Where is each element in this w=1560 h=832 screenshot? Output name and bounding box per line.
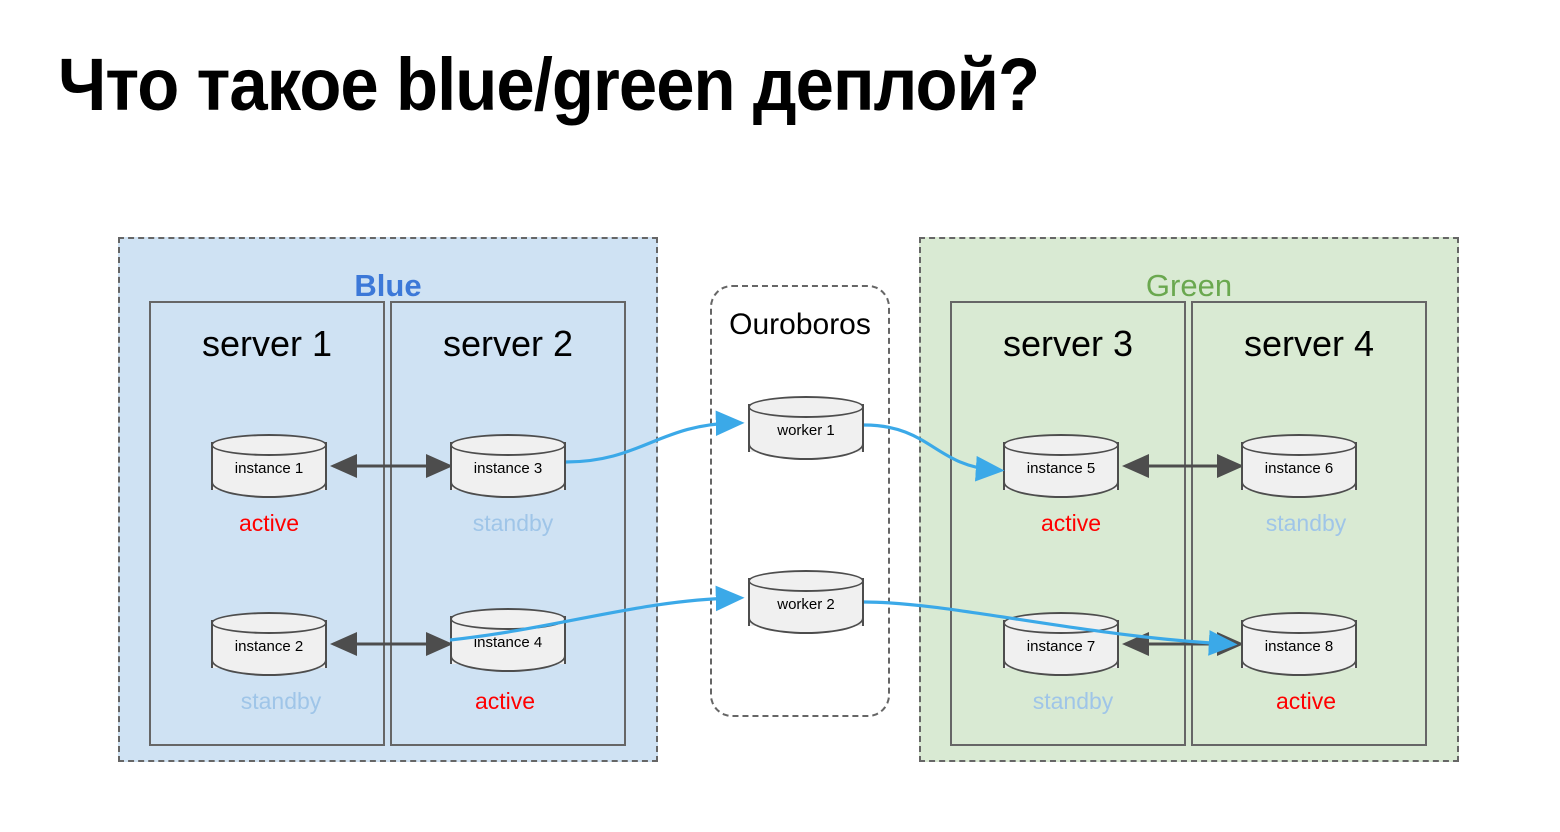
instance-label: instance 6: [1264, 460, 1334, 477]
cylinder-top-ellipse: [1003, 434, 1119, 456]
cylinder-top-ellipse: [748, 396, 864, 418]
status-badge-instance-5: active: [1040, 510, 1102, 536]
instance-label: instance 5: [1026, 460, 1096, 477]
cylinder-top-ellipse: [1241, 612, 1357, 634]
instance-cylinder-instance-7: instance 7: [1003, 612, 1119, 676]
ouroboros-label: Ouroboros: [729, 308, 871, 341]
status-badge-instance-6: standby: [1265, 510, 1347, 536]
instance-cylinder-instance-3: instance 3: [450, 434, 566, 498]
status-badge-instance-2: standby: [240, 688, 322, 714]
worker-label: worker 2: [777, 596, 835, 613]
instance-label: instance 2: [234, 638, 304, 655]
worker-cylinder-worker-1: worker 1: [748, 396, 864, 460]
environment-label-blue: Blue: [354, 268, 422, 303]
cylinder-top-ellipse: [1241, 434, 1357, 456]
page-title: Что такое blue/green деплой?: [58, 43, 1040, 126]
cylinder-top-ellipse: [211, 434, 327, 456]
instance-label: instance 7: [1026, 638, 1096, 655]
status-badge-instance-8: active: [1275, 688, 1337, 714]
server-title: server 3: [1002, 323, 1134, 364]
cylinder-top-ellipse: [748, 570, 864, 592]
worker-cylinder-worker-2: worker 2: [748, 570, 864, 634]
cylinder-top-ellipse: [1003, 612, 1119, 634]
instance-cylinder-instance-4: instance 4: [450, 608, 566, 672]
instance-cylinder-instance-6: instance 6: [1241, 434, 1357, 498]
server-box-server-1: server 1: [149, 301, 385, 746]
server-title: server 4: [1243, 323, 1375, 364]
cylinder-top-ellipse: [450, 608, 566, 630]
ouroboros-panel: Ouroboros: [710, 285, 890, 717]
environment-panel-blue: Blue server 1 server 2: [118, 237, 658, 762]
instance-label: instance 1: [234, 460, 304, 477]
server-box-server-4: server 4: [1191, 301, 1427, 746]
instance-cylinder-instance-1: instance 1: [211, 434, 327, 498]
instance-label: instance 8: [1264, 638, 1334, 655]
status-badge-instance-1: active: [238, 510, 300, 536]
server-title: server 2: [442, 323, 574, 364]
instance-label: instance 4: [473, 634, 543, 651]
status-badge-instance-3: standby: [472, 510, 554, 536]
cylinder-top-ellipse: [211, 612, 327, 634]
instance-cylinder-instance-2: instance 2: [211, 612, 327, 676]
worker-label: worker 1: [777, 422, 835, 439]
status-badge-instance-7: standby: [1032, 688, 1114, 714]
environment-panel-green: Green server 3 server 4: [919, 237, 1459, 762]
instance-cylinder-instance-5: instance 5: [1003, 434, 1119, 498]
server-box-server-2: server 2: [390, 301, 626, 746]
environment-label-green: Green: [1145, 268, 1233, 303]
server-title: server 1: [201, 323, 333, 364]
status-badge-instance-4: active: [474, 688, 536, 714]
instance-cylinder-instance-8: instance 8: [1241, 612, 1357, 676]
cylinder-top-ellipse: [450, 434, 566, 456]
server-box-server-3: server 3: [950, 301, 1186, 746]
instance-label: instance 3: [473, 460, 543, 477]
